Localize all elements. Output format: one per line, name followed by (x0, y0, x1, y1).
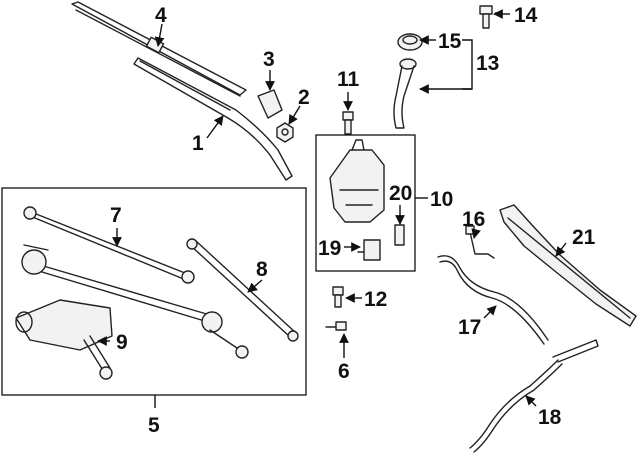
callout-15: 15 (438, 30, 462, 53)
callout-5: 5 (148, 414, 160, 437)
washer-hose-18 (469, 339, 599, 453)
callout-3: 3 (263, 48, 275, 71)
callout-17: 17 (458, 316, 481, 339)
callout-labels: 1 2 3 4 5 6 7 8 9 10 11 12 13 14 15 16 1… (110, 4, 596, 437)
pivot-cap (257, 89, 283, 119)
bolt-12 (332, 286, 344, 308)
screw-6 (325, 321, 347, 331)
cowl-panel (499, 204, 637, 327)
bolt-11 (342, 111, 354, 135)
wiper-linkage (21, 206, 223, 333)
nut (276, 122, 294, 143)
drive-rod (186, 238, 299, 342)
callout-2: 2 (298, 86, 310, 109)
callout-1: 1 (192, 132, 204, 155)
callout-16: 16 (462, 208, 485, 231)
callout-4: 4 (155, 4, 167, 27)
callout-13: 13 (476, 52, 499, 75)
washer-pump (357, 239, 381, 261)
filler-neck (393, 58, 417, 129)
callout-19: 19 (318, 237, 341, 260)
leader-lines (97, 9, 567, 408)
washer-reservoir (329, 139, 385, 223)
wiper-arm (133, 57, 293, 181)
washer-hose-17 (437, 255, 549, 345)
callout-8: 8 (256, 258, 268, 281)
callout-11: 11 (337, 68, 360, 91)
callout-20: 20 (389, 182, 412, 205)
linkage-group-frame (1, 187, 307, 396)
callout-21: 21 (572, 226, 596, 249)
callout-9: 9 (116, 331, 128, 354)
filler-cap (397, 33, 423, 51)
wiper-motor (15, 299, 113, 351)
callout-18: 18 (538, 406, 562, 429)
reservoir-group-frame (315, 134, 416, 272)
callout-14: 14 (514, 4, 538, 27)
motor-crank-arm (83, 329, 249, 380)
bolt-14 (479, 5, 493, 29)
grommet (394, 224, 405, 246)
callout-7: 7 (110, 204, 122, 227)
callout-10: 10 (430, 188, 453, 211)
callout-6: 6 (338, 360, 350, 383)
callout-12: 12 (364, 288, 387, 311)
